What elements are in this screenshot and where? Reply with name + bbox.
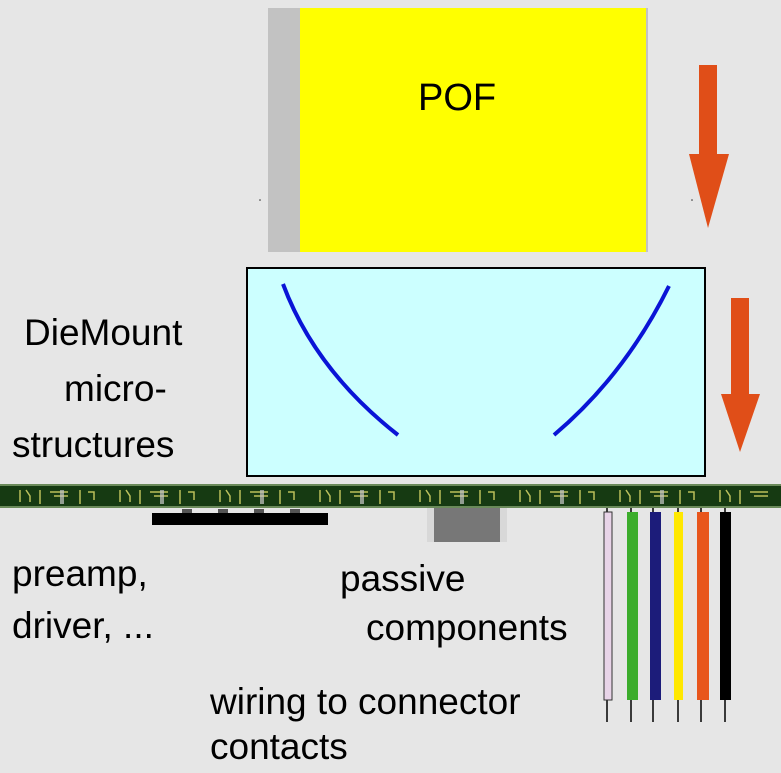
preamp-label-line2: driver, ... (12, 605, 154, 646)
smd-component-icon (427, 508, 507, 542)
wiring-label-line1: wiring to connector (210, 681, 521, 722)
wire-black (720, 512, 731, 700)
microstructure-curve-left (281, 283, 400, 437)
wire-orange (697, 512, 709, 700)
pof-core (300, 8, 646, 252)
dot-marker (691, 199, 693, 201)
pof-fiber (259, 8, 693, 252)
microstructure-curve-right (552, 285, 671, 437)
wiring-bundle (603, 508, 731, 722)
wire-pink (603, 511, 613, 701)
diemount-label-line3: structures (12, 424, 175, 465)
diemount-label-line1: DieMount (24, 312, 183, 353)
wire-yellow (674, 512, 683, 700)
wire-navy (650, 512, 661, 700)
diemount-label-line2: micro- (64, 368, 167, 409)
pof-label: POF (418, 77, 497, 119)
preamp-label-line1: preamp, (12, 553, 148, 594)
passive-label-line1: passive (340, 558, 466, 599)
dot-marker (259, 199, 261, 201)
pcb-board (0, 484, 781, 508)
down-arrow-icon (721, 298, 760, 452)
down-arrow-icon (689, 65, 729, 228)
diemount-block (246, 267, 706, 477)
wiring-label-line2: contacts (210, 726, 348, 767)
wire-green (627, 512, 638, 700)
ic-chip-icon (152, 509, 328, 525)
passive-label-line2: components (366, 607, 568, 648)
